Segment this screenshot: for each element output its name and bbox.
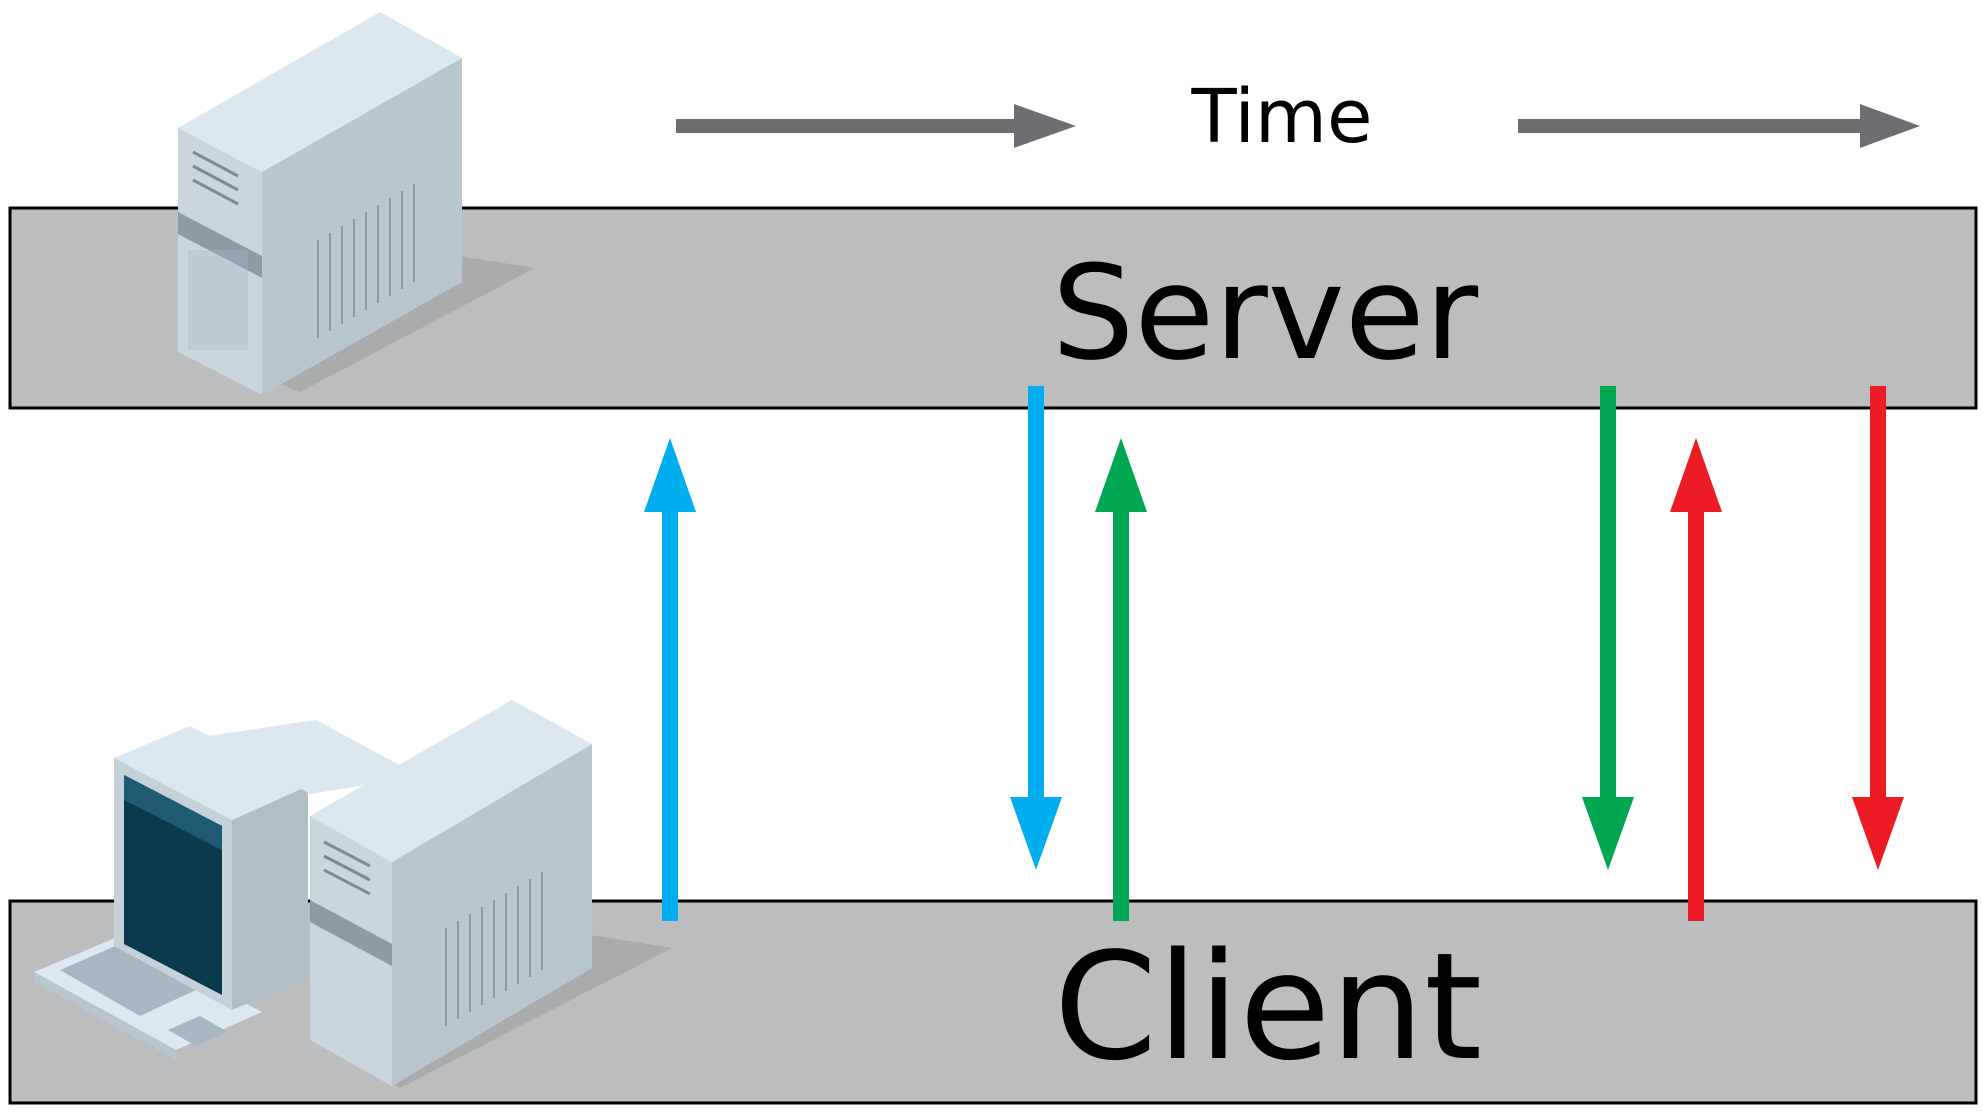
server-label: Server	[1052, 237, 1479, 389]
message-arrow-blue-down	[1010, 386, 1062, 870]
message-arrow-green-up	[1095, 438, 1147, 921]
time-label: Time	[1190, 74, 1372, 160]
message-arrow-blue-up	[644, 438, 696, 921]
client-label: Client	[1054, 921, 1482, 1093]
message-arrow-green-down	[1582, 386, 1634, 870]
time-arrow-left	[676, 104, 1076, 148]
message-arrow-red-down	[1852, 386, 1904, 870]
time-arrow-right	[1518, 104, 1920, 148]
server-tower-icon	[178, 12, 535, 395]
message-arrow-red-up	[1670, 438, 1722, 921]
desktop-computer-icon	[34, 700, 672, 1088]
